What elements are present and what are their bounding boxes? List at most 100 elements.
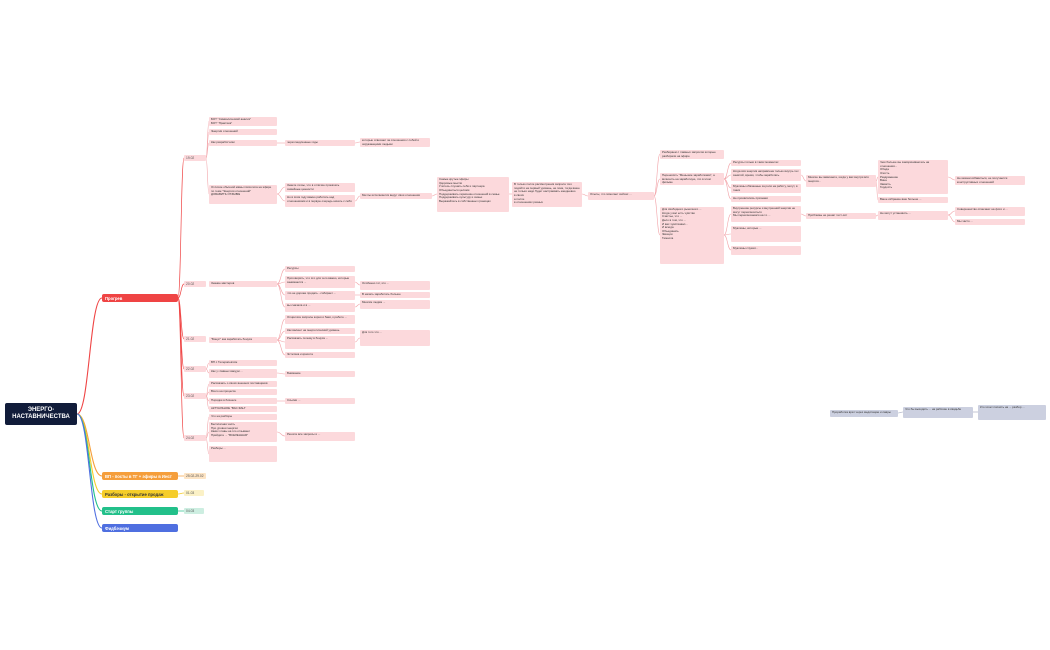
note-node[interactable]: Как у главных вакуум ... [209,369,277,378]
floating-node[interactable]: Проработка врат через медитацию и лавры [830,410,898,417]
note-node[interactable]: Но в этом году важно работать над отноше… [285,195,355,207]
note-node[interactable]: Как разработчики [209,140,277,146]
connector-line [354,281,361,286]
connector-line [800,213,807,217]
connector-line [875,214,879,217]
note-node[interactable]: Переносить "Меньшие заработками", а вклю… [660,173,724,185]
date-node[interactable]: 20.02 [184,281,206,287]
note-node[interactable]: Ресурсы [285,266,355,272]
note-node[interactable]: которые отвечают за отношения с собой и … [360,138,430,147]
note-node[interactable]: Ваше избрание ваш больше ... [878,197,948,203]
note-node[interactable]: Внутренние ресурсы и внутренний энергии … [731,206,801,222]
note-node[interactable]: В только после рассмотрения запроса того… [512,182,582,207]
note-node[interactable]: Самые крутые эфиры Здоровые мысли Учитес… [437,177,509,212]
connector-line [653,153,661,197]
connector-line [276,372,286,375]
root-node[interactable]: ЭНЕРГО- НАСТАВНИЧЕСТВА [5,403,77,425]
connector-line [276,283,286,308]
note-node[interactable]: Внимание [285,371,355,377]
note-node[interactable]: Для свободного рыночного ... Когда у вас… [660,207,724,264]
branch-start[interactable]: Старт группы [102,507,178,515]
note-node[interactable]: Особенно тот, кто ... [360,281,430,290]
note-node[interactable]: Бесплатная часть Про уровни энергии Каки… [209,422,277,442]
floating-node[interactable]: Что бы выходить ... на рабочие в свадьбе [903,407,973,418]
note-node[interactable]: Всего на процессе [209,389,277,395]
note-node[interactable]: Знаете ли вы, что в отличие прокачать се… [285,183,355,192]
note-node[interactable]: Проговорить, что это для чего важно, кот… [285,276,355,288]
date-node[interactable]: 04.03 [184,508,204,514]
note-node[interactable]: БОТ "Символический анализ" БОТ "Практика… [209,117,277,126]
note-node[interactable]: Чем больше вы заморачиваетесь на отношен… [878,160,948,194]
connector-line [354,141,361,144]
connector-line [947,210,956,216]
date-node[interactable]: 25.02-29.02 [184,473,206,479]
branch-vp[interactable]: ВП - посты в ТГ + эфиры в Инст [102,472,178,480]
connector-line [947,214,956,223]
note-node[interactable]: Порядки в бизнесе [209,398,277,404]
note-node[interactable]: Мужчины обязанные за роли на работу, мог… [731,184,801,193]
note-node[interactable]: Разборы ... [209,446,277,462]
note-node[interactable]: Энергия отношений [209,129,277,135]
note-node[interactable]: Ссылки ... [285,398,355,404]
note-node[interactable]: Мечты исполняются ведут свои отношения [360,193,432,199]
note-node[interactable]: Знание мастеров [209,281,277,287]
connector-line [354,337,361,343]
note-node[interactable]: ВП с Телерапевтом [209,360,277,366]
note-node[interactable]: Не могут установить ... [878,211,948,220]
note-node[interactable]: Когда вся энергия направлена только внут… [731,169,801,181]
connector-line [354,303,361,308]
connector-line [431,193,438,197]
note-node[interactable]: Многим людям ... [360,300,430,309]
note-node[interactable]: Мы часто ... [955,219,1025,225]
branch-razbory[interactable]: Разборы - открытие продаж [102,490,178,498]
note-node[interactable]: Совершенство отмечают на фото и ... [955,207,1025,216]
note-node[interactable]: Эстетика и красота [285,352,355,358]
note-node[interactable]: Ресурсы только в таких моментах [731,160,801,166]
connector-line [276,318,286,341]
note-node[interactable]: Что на разборы [209,414,277,420]
connector-line [653,178,661,197]
date-node[interactable]: 23.02 [184,393,206,399]
note-node[interactable]: через медленные годы [285,140,355,146]
floating-node[interactable]: Кто хочет попасть на ... разбор ... [978,405,1046,420]
note-node[interactable]: Проблемы не решат тест-хит [806,213,876,219]
note-node[interactable]: Опции все запросы корня и баки, к работе… [285,315,355,324]
connector-line [723,213,732,236]
note-node[interactable]: Рассказать о своих внешних поставщиков [209,381,277,387]
connector-line [177,297,185,439]
connector-line [276,283,286,296]
note-node[interactable]: Разбираем с главных запросов которые раз… [660,150,724,159]
note-node[interactable]: В начать заработать больше [360,292,430,298]
note-node[interactable]: Мужчины служат... [731,246,801,255]
connector-line [205,431,210,439]
note-node[interactable]: Решите все запросы и ... [285,432,355,441]
date-node[interactable]: 22.02 [184,366,206,372]
note-node[interactable]: Для того что ... [360,330,430,346]
note-node[interactable]: вы сначала и в ... [285,303,355,312]
note-node[interactable]: Многие вы замечаете, когда у вас внутри … [806,175,876,187]
connector-line [581,193,589,197]
date-node[interactable]: 21.02 [184,336,206,342]
note-node[interactable]: что не дороже продать - собирает ... [285,291,355,300]
branch-feedback[interactable]: Фидбэчиум [102,524,178,532]
note-node[interactable]: "Бонус" как заработать бонуса [209,337,277,343]
branch-progrev[interactable]: Прогрев [102,294,178,302]
date-node[interactable]: 01.03 [184,490,204,496]
note-node[interactable]: Как валюет на энергетический уровень [285,328,355,334]
note-node[interactable]: Не можем избавиться, не получается конст… [955,176,1025,185]
connector-line [205,437,210,455]
note-node[interactable]: Отличие обычной мамы психолога на эфире … [209,185,277,204]
note-node[interactable]: Не проявлялись признаки [731,196,801,202]
connector-line [947,176,956,181]
date-node[interactable]: 19.02 [184,155,206,161]
date-node[interactable]: 24.02 [184,435,206,441]
note-node[interactable]: АКТУАЛЬНОЕ "ВАС ФАН" [209,406,277,412]
note-node[interactable]: Опыты, что помогает сейчас ... [588,192,654,200]
note-node[interactable]: Мужчины, которые ... [731,226,801,242]
connector-line [276,268,286,285]
note-node[interactable]: Рассказать почему в бонуса ... [285,336,355,349]
connector-line [723,178,732,200]
connector-line [897,411,904,414]
